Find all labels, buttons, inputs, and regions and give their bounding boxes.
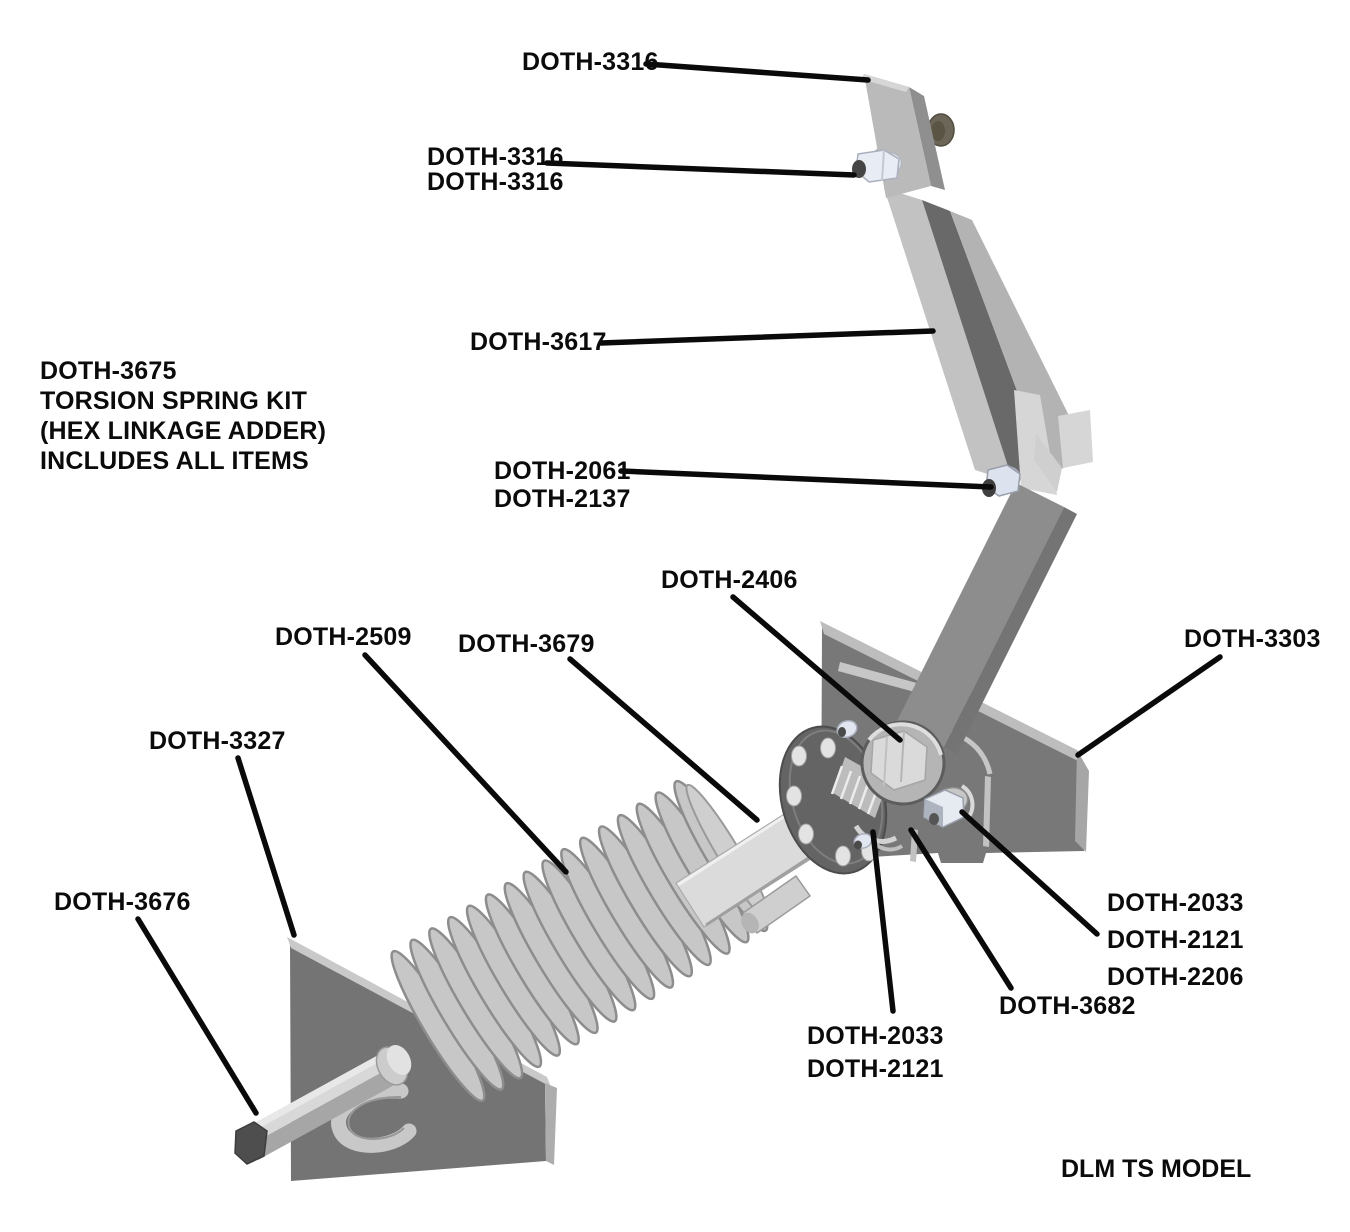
linkage-arm-elbow xyxy=(1014,390,1093,495)
top-bracket xyxy=(852,74,955,198)
torsion-spring xyxy=(390,779,770,1103)
leader-line xyxy=(618,468,994,490)
leader-line xyxy=(235,755,297,938)
plate-bolt xyxy=(923,784,975,828)
leader-line xyxy=(959,809,1100,937)
leader-lines xyxy=(135,61,1223,1116)
hex-bar xyxy=(234,1044,412,1165)
leader-line xyxy=(908,827,1014,991)
leader-line xyxy=(730,594,903,743)
model-caption: DLM TS MODEL xyxy=(1061,1155,1252,1183)
leader-line xyxy=(362,652,569,875)
leader-line xyxy=(643,61,871,83)
linkage-arm-upper xyxy=(884,188,1090,482)
leader-line xyxy=(870,829,896,1014)
leader-line xyxy=(544,160,857,178)
hex-hub xyxy=(853,720,946,852)
flange-nut-upper xyxy=(836,719,858,739)
leader-line xyxy=(135,916,259,1116)
flange-nut-lower xyxy=(853,832,873,850)
leader-line xyxy=(567,656,760,823)
leader-line xyxy=(1075,654,1223,758)
leader-line xyxy=(598,328,936,346)
linkage-arm-lower xyxy=(896,483,1077,754)
pivot-nut xyxy=(852,149,903,183)
